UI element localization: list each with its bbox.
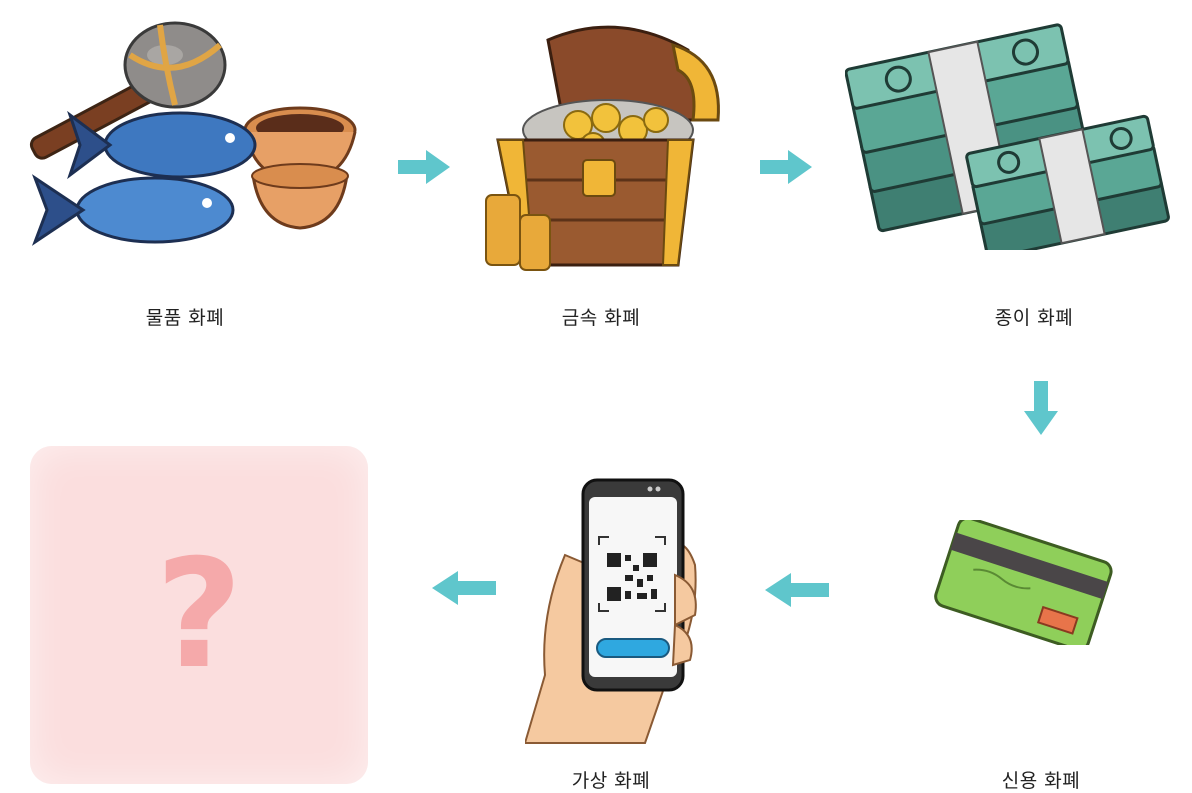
stage-label-barter: 물품 화폐 — [145, 307, 225, 329]
arrow-right-icon — [760, 150, 812, 184]
arrow-right-icon — [398, 150, 450, 184]
stage-label-metal: 금속 화폐 — [561, 307, 641, 329]
unknown-next-stage-box: ? — [30, 446, 368, 784]
arrow-left-icon — [765, 573, 829, 607]
barter-goods-illustration — [15, 10, 365, 270]
smartphone-qr-icon — [523, 478, 697, 744]
arrow-down-icon — [1024, 381, 1058, 435]
virtual-currency-illustration — [523, 475, 715, 745]
barter-goods-icon — [29, 21, 357, 246]
credit-card-icon — [934, 516, 1113, 652]
banknote-stacks-icon — [844, 23, 1170, 260]
paper-currency-illustration — [844, 15, 1170, 260]
stage-label-paper: 종이 화폐 — [994, 307, 1074, 329]
metal-currency-illustration — [478, 10, 728, 275]
stage-label-credit: 신용 화폐 — [1001, 770, 1081, 792]
stage-label-virtual: 가상 화폐 — [571, 770, 651, 792]
arrow-left-icon — [432, 571, 496, 605]
question-mark-icon: ? — [155, 528, 243, 702]
treasure-chest-icon — [485, 25, 720, 271]
credit-currency-illustration — [932, 516, 1117, 652]
